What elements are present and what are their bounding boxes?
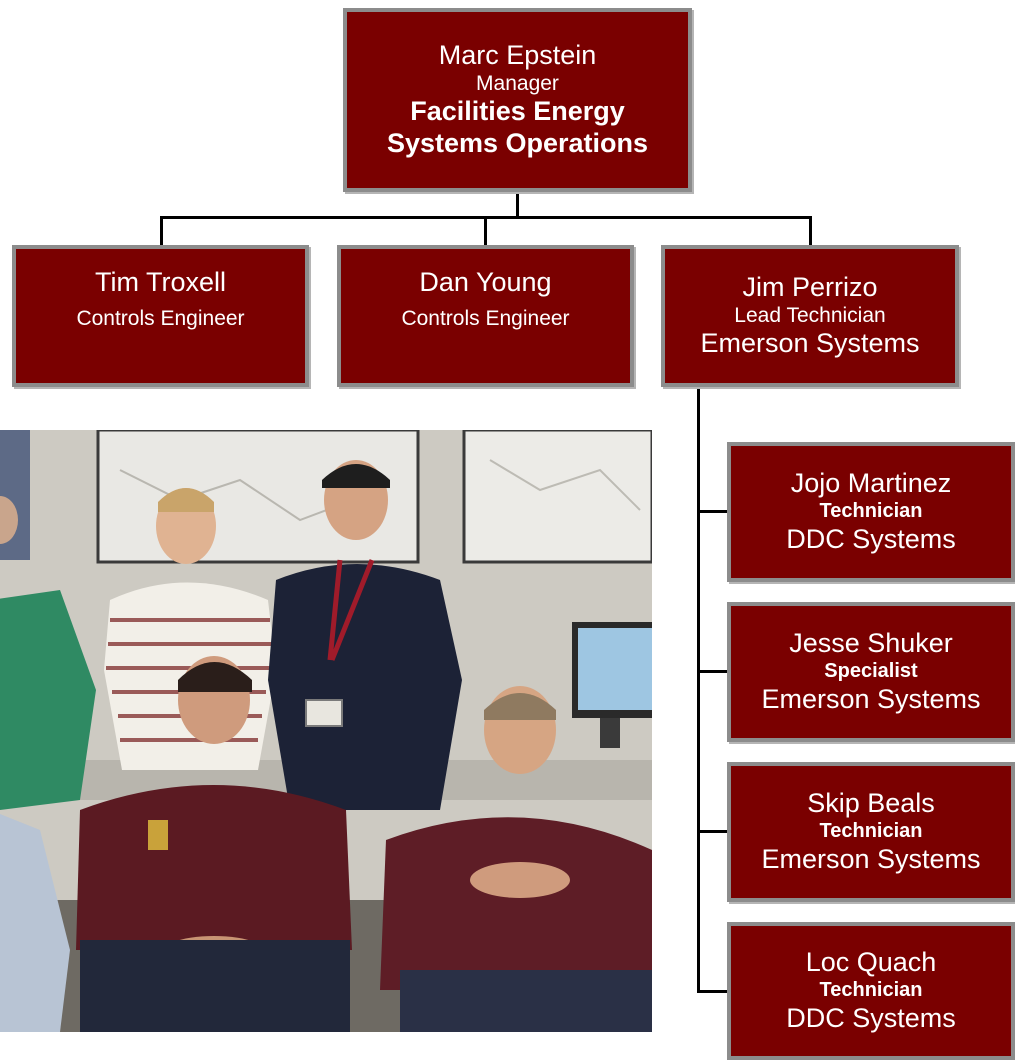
report-title: Controls Engineer <box>76 306 245 330</box>
connector-team-spine <box>697 386 700 992</box>
team-box-martinez: Jojo Martinez Technician DDC Systems <box>727 442 1015 582</box>
team-member-name: Jojo Martinez <box>790 468 952 499</box>
team-group-photo <box>0 430 652 1032</box>
team-member-group: DDC Systems <box>786 523 956 554</box>
team-photo-illustration <box>0 430 652 1032</box>
manager-title: Manager <box>476 71 559 95</box>
connector-drop-troxell <box>160 216 163 248</box>
team-member-name: Jesse Shuker <box>789 628 953 659</box>
manager-dept-line1: Facilities Energy <box>410 96 625 127</box>
connector-branch-martinez <box>697 510 729 513</box>
report-title: Controls Engineer <box>401 306 570 330</box>
manager-dept-line2: Systems Operations <box>386 128 649 159</box>
report-name: Tim Troxell <box>94 267 226 297</box>
report-box-troxell: Tim Troxell Controls Engineer <box>12 245 309 387</box>
team-member-group: DDC Systems <box>786 1002 956 1033</box>
manager-name: Marc Epstein <box>438 39 597 70</box>
team-member-name: Skip Beals <box>807 788 935 819</box>
report-name: Jim Perrizo <box>742 271 878 302</box>
connector-manager-down <box>516 190 519 218</box>
team-member-group: Emerson Systems <box>761 683 981 714</box>
report-box-young: Dan Young Controls Engineer <box>337 245 634 387</box>
team-box-quach: Loc Quach Technician DDC Systems <box>727 922 1015 1060</box>
report-name: Dan Young <box>419 267 552 297</box>
connector-branch-beals <box>697 830 729 833</box>
team-box-beals: Skip Beals Technician Emerson Systems <box>727 762 1015 902</box>
connector-drop-young <box>484 216 487 248</box>
team-member-group: Emerson Systems <box>761 843 981 874</box>
connector-branch-shuker <box>697 670 729 673</box>
team-box-shuker: Jesse Shuker Specialist Emerson Systems <box>727 602 1015 742</box>
connector-branch-quach <box>697 990 729 993</box>
report-title: Lead Technician <box>734 303 886 327</box>
report-group: Emerson Systems <box>700 328 920 359</box>
team-member-title: Technician <box>819 500 923 523</box>
team-member-name: Loc Quach <box>805 947 937 978</box>
manager-box: Marc Epstein Manager Facilities Energy S… <box>343 8 692 192</box>
team-member-title: Specialist <box>824 660 918 683</box>
report-box-perrizo: Jim Perrizo Lead Technician Emerson Syst… <box>661 245 959 387</box>
connector-drop-perrizo <box>809 216 812 248</box>
team-member-title: Technician <box>819 979 923 1002</box>
team-member-title: Technician <box>819 820 923 843</box>
